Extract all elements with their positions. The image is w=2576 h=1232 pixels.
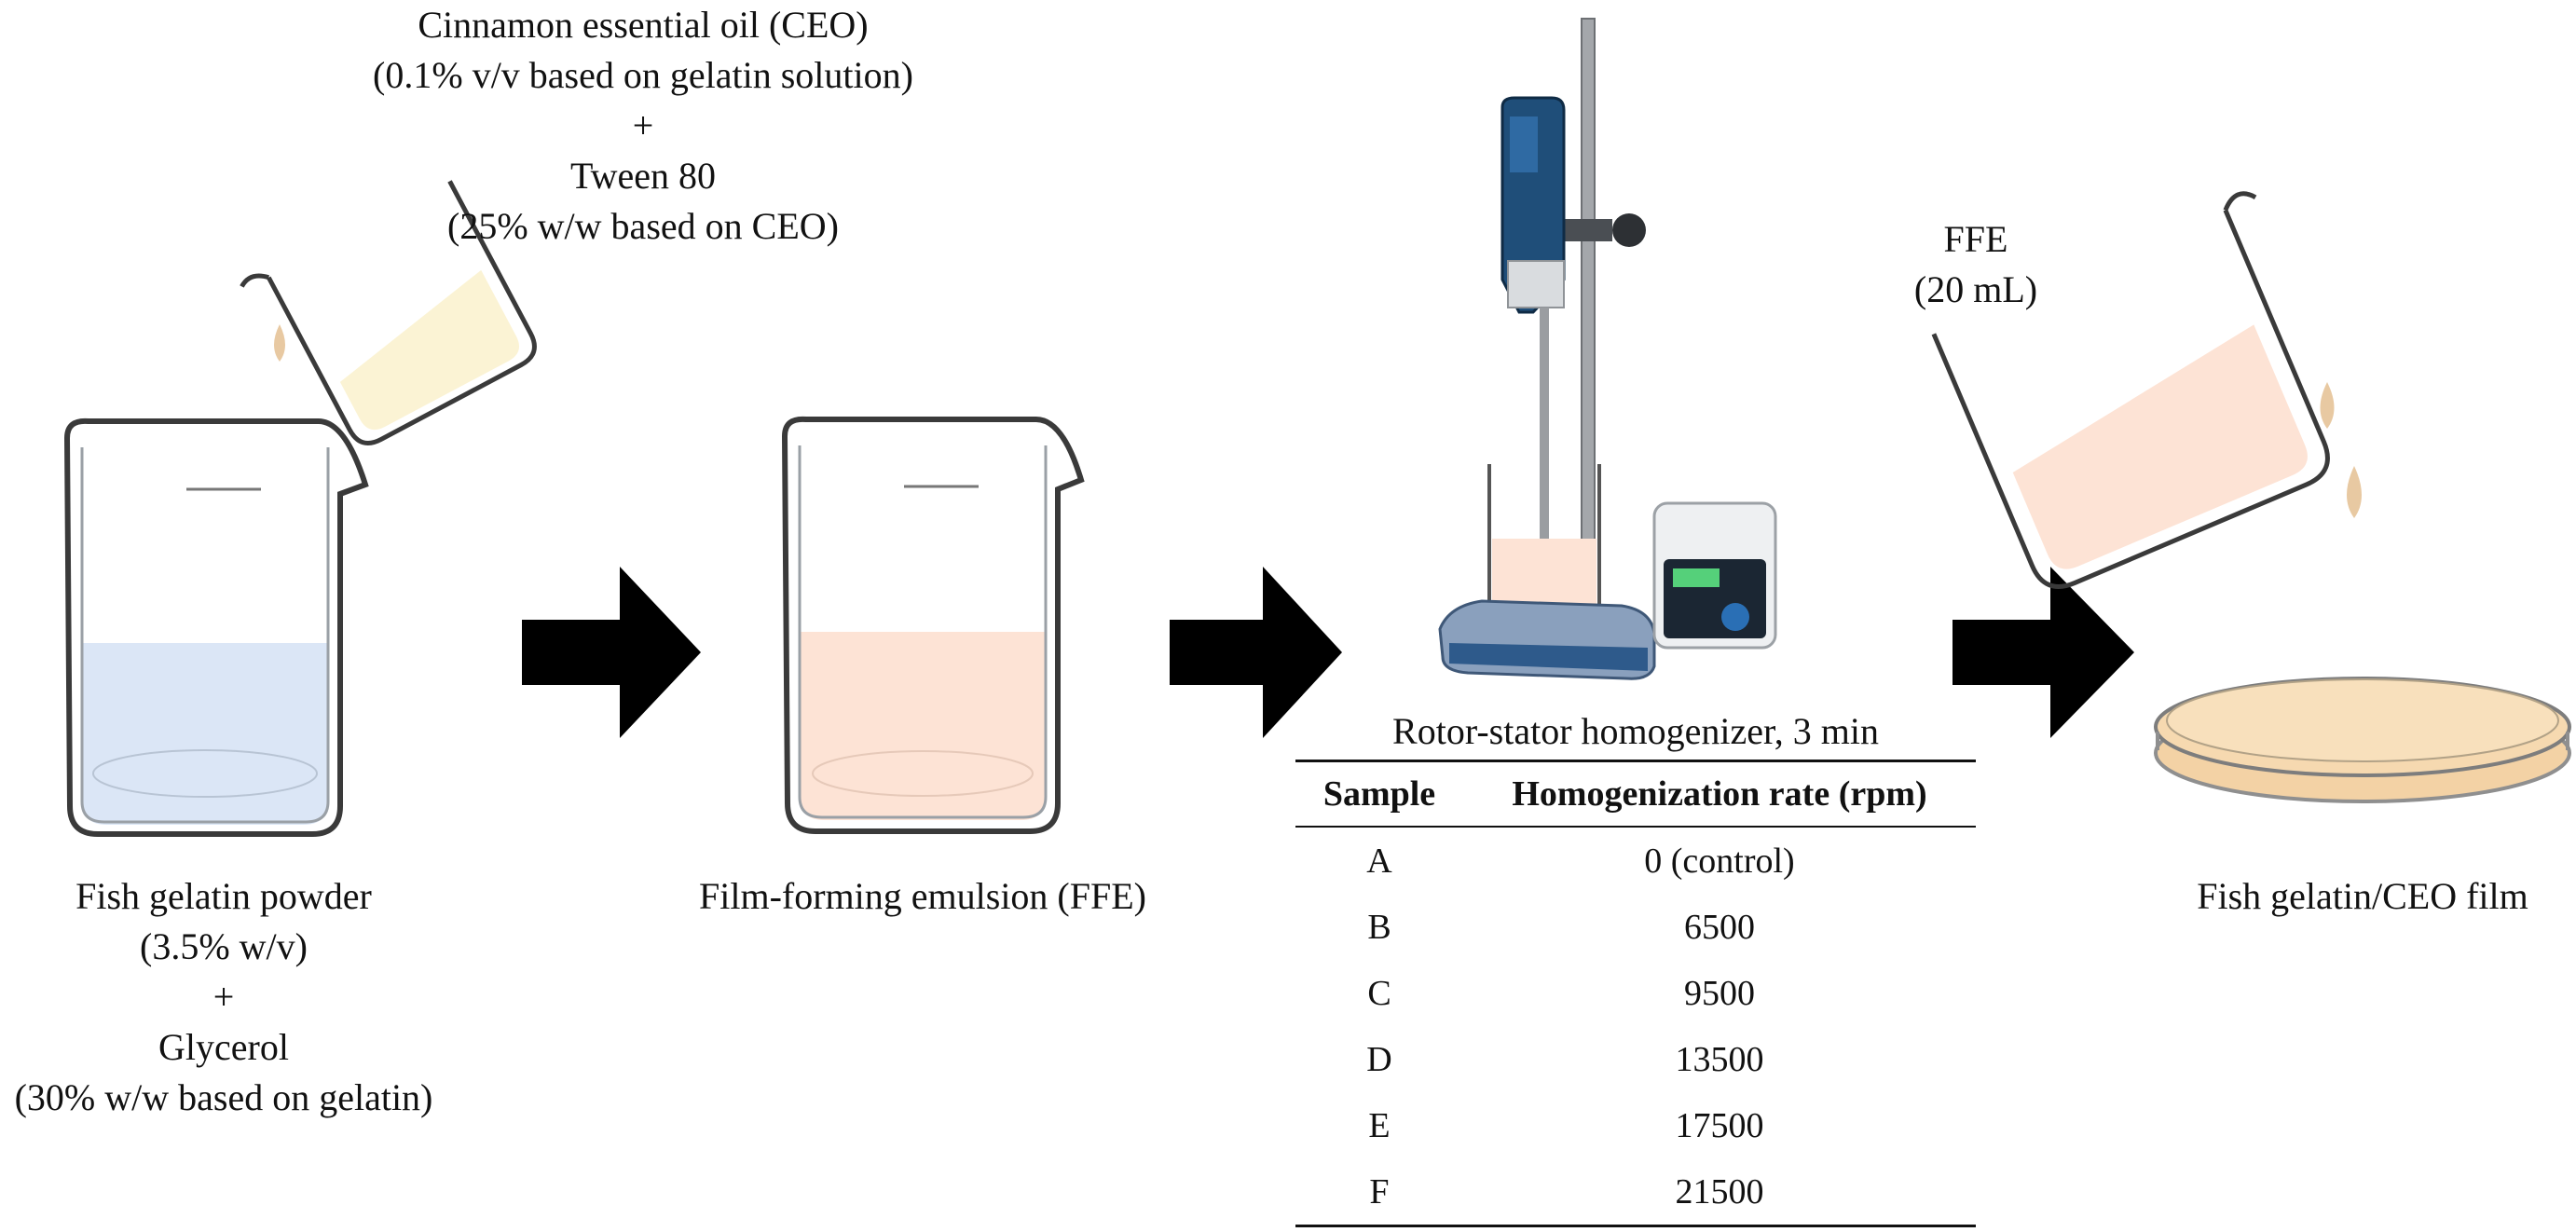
cell-sample: A — [1366, 841, 1392, 881]
ceo-caption-line: + — [632, 104, 654, 146]
gelatin-caption-line: (3.5% w/v) — [140, 925, 308, 967]
ffe-pouring-beaker — [1931, 191, 2330, 589]
table-header: Sample Homogenization rate (rpm) — [1295, 762, 1976, 826]
cell-sample: E — [1368, 1105, 1391, 1145]
ffe-volume-label: FFE (20 mL) — [1883, 214, 2069, 315]
gelatin-caption-line: Fish gelatin powder — [75, 875, 372, 917]
header-sample: Sample — [1322, 774, 1436, 814]
ceo-caption-line: (0.1% v/v based on gelatin solution) — [373, 54, 913, 96]
table-row: D 13500 — [1295, 1026, 1976, 1092]
homogenizer-illustration — [1438, 18, 1777, 680]
ceo-caption-line: (25% w/w based on CEO) — [447, 205, 839, 247]
ceo-caption: Cinnamon essential oil (CEO) (0.1% v/v b… — [345, 0, 941, 252]
ffe-volume-line: (20 mL) — [1913, 268, 2038, 310]
arrow-1 — [522, 567, 701, 738]
ffe-beaker — [781, 416, 1085, 834]
cell-sample: F — [1369, 1171, 1390, 1211]
table-row: A 0 (control) — [1295, 828, 1976, 894]
table-top-rule — [1295, 760, 1976, 762]
table-header-rule — [1295, 826, 1976, 828]
ffe-caption: Film-forming emulsion (FFE) — [699, 875, 1146, 917]
clamp-knob — [1612, 213, 1646, 247]
gelatin-caption: Fish gelatin powder (3.5% w/v) + Glycero… — [0, 871, 447, 1123]
arrow-2 — [1170, 567, 1342, 738]
vessel-emulsion — [1492, 539, 1596, 619]
homogenization-table: Sample Homogenization rate (rpm) A 0 (co… — [1295, 760, 1976, 1227]
ceo-droplet — [274, 324, 285, 362]
petri-dish-film — [2154, 677, 2571, 803]
cell-sample: D — [1366, 1039, 1392, 1079]
cell-rate: 9500 — [1684, 973, 1755, 1013]
ceo-oil-liquid — [339, 269, 520, 431]
gelatin-beaker — [63, 418, 369, 837]
gelatin-caption-line: Glycerol — [158, 1026, 289, 1068]
cell-rate: 13500 — [1675, 1039, 1764, 1079]
homogenizer-caption: Rotor-stator homogenizer, 3 min — [1392, 710, 1879, 752]
header-rate: Homogenization rate (rpm) — [1512, 774, 1927, 814]
gelatin-caption-line: + — [212, 976, 235, 1018]
cell-rate: 0 (control) — [1644, 841, 1795, 881]
emulsion-liquid — [800, 632, 1046, 820]
dispersing-shaft — [1540, 308, 1549, 606]
table-row: E 17500 — [1295, 1092, 1976, 1158]
stand-rod — [1581, 18, 1596, 630]
film-caption: Fish gelatin/CEO film — [2197, 875, 2528, 917]
ffe-liquid — [2012, 324, 2308, 569]
gelatin-solution-liquid — [82, 643, 328, 825]
cell-sample: B — [1367, 907, 1391, 947]
table-row: C 9500 — [1295, 960, 1976, 1026]
table-row: B 6500 — [1295, 894, 1976, 960]
cell-rate: 6500 — [1684, 907, 1755, 947]
arrow-3 — [1953, 567, 2134, 738]
cell-sample: C — [1367, 973, 1391, 1013]
ceo-pouring-beaker — [240, 180, 537, 445]
cell-rate: 17500 — [1675, 1105, 1764, 1145]
ffe-droplet-1 — [2320, 382, 2335, 429]
table-bottom-rule — [1295, 1225, 1976, 1227]
gelatin-caption-line: (30% w/w based on gelatin) — [14, 1076, 433, 1118]
ffe-volume-line: FFE — [1943, 218, 2008, 260]
cell-rate: 21500 — [1675, 1171, 1764, 1211]
ceo-caption-line: Cinnamon essential oil (CEO) — [418, 4, 869, 46]
ffe-droplet-2 — [2347, 466, 2362, 518]
table-row: F 21500 — [1295, 1158, 1976, 1225]
ceo-caption-line: Tween 80 — [569, 155, 717, 197]
